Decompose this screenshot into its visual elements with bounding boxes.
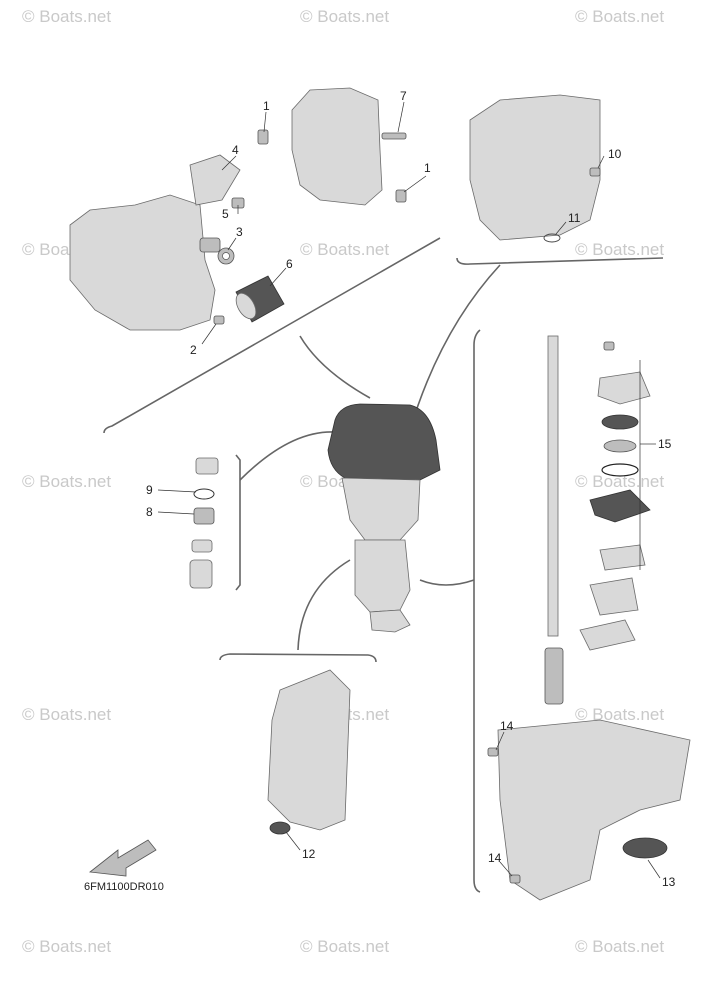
callout-3: 3 xyxy=(236,225,243,239)
gasket-illustration xyxy=(189,154,241,206)
fuel-filter-mid xyxy=(191,539,213,553)
callout-15: 15 xyxy=(658,437,672,451)
callout-4: 4 xyxy=(232,143,239,157)
drive-shaft-illustration xyxy=(547,335,559,637)
plug-part-1b xyxy=(395,189,407,203)
watermark-2: © Boats.net xyxy=(300,7,389,26)
spark-plug-illustration xyxy=(381,132,407,140)
plug-part-14a xyxy=(487,747,499,757)
diagram-code: 6FM1100DR010 xyxy=(84,881,164,893)
callout-1b: 1 xyxy=(424,161,431,175)
manifold-assembly xyxy=(469,94,601,243)
fuel-filter-cup xyxy=(189,559,213,589)
callout-1a: 1 xyxy=(263,99,270,113)
drive-shaft-bushing xyxy=(544,647,564,705)
exhaust-illustration xyxy=(267,669,351,831)
watermark-9: © Boats.net xyxy=(575,472,664,491)
anode-part-13 xyxy=(622,837,668,859)
callout-14b: 14 xyxy=(488,851,502,865)
front-direction-arrow xyxy=(88,839,157,877)
watermark-12: © Boats.net xyxy=(575,705,664,724)
cylinder-head-illustration xyxy=(291,87,383,206)
watermark-3: © Boats.net xyxy=(575,7,664,26)
watermark-10: © Boats.net xyxy=(22,705,111,724)
callout-6: 6 xyxy=(286,257,293,271)
o-ring-part-11 xyxy=(543,233,561,243)
bolt-part-10 xyxy=(589,167,601,177)
exhaust-assembly xyxy=(267,669,351,835)
manifold-illustration xyxy=(469,94,601,241)
callout-7: 7 xyxy=(400,89,407,103)
gear-case-illustration xyxy=(497,719,691,901)
callout-11: 11 xyxy=(568,211,581,225)
watermark-15: © Boats.net xyxy=(575,937,664,956)
leader-lines xyxy=(157,101,661,879)
watermark-1: © Boats.net xyxy=(22,7,111,26)
outboard-motor-illustration xyxy=(327,403,441,633)
callout-5: 5 xyxy=(222,207,229,221)
fuel-filter-assembly xyxy=(189,457,219,589)
callout-14a: 14 xyxy=(500,719,514,733)
cylinder-block-assembly xyxy=(69,87,407,331)
watermark-7: © Boats.net xyxy=(22,472,111,491)
callout-9: 9 xyxy=(146,483,153,497)
callout-2: 2 xyxy=(190,343,197,357)
oil-filter-illustration xyxy=(235,275,285,323)
watermark-5: © Boats.net xyxy=(300,240,389,259)
section-connectors xyxy=(103,237,664,893)
water-pump-stack xyxy=(579,341,651,651)
plug-part-14b xyxy=(509,874,521,884)
watermark-13: © Boats.net xyxy=(22,937,111,956)
plug-part-2 xyxy=(213,315,225,325)
plug-part-1a xyxy=(257,129,269,145)
fuel-filter-top xyxy=(195,457,219,475)
watermark-6: © Boats.net xyxy=(575,240,664,259)
callout-12: 12 xyxy=(302,847,316,861)
lower-unit-assembly xyxy=(487,335,691,901)
callout-labels: 1 7 4 1 5 3 6 2 10 11 15 9 8 14 12 14 13 xyxy=(146,89,676,889)
thermostat-part xyxy=(199,237,221,253)
callout-13: 13 xyxy=(662,875,676,889)
o-ring-part-9 xyxy=(193,488,215,500)
watermark-14: © Boats.net xyxy=(300,937,389,956)
element-part-8 xyxy=(193,507,215,525)
callout-10: 10 xyxy=(608,147,622,161)
callout-8: 8 xyxy=(146,505,153,519)
seal-part-12 xyxy=(269,821,291,835)
crankcase-illustration xyxy=(69,194,216,331)
